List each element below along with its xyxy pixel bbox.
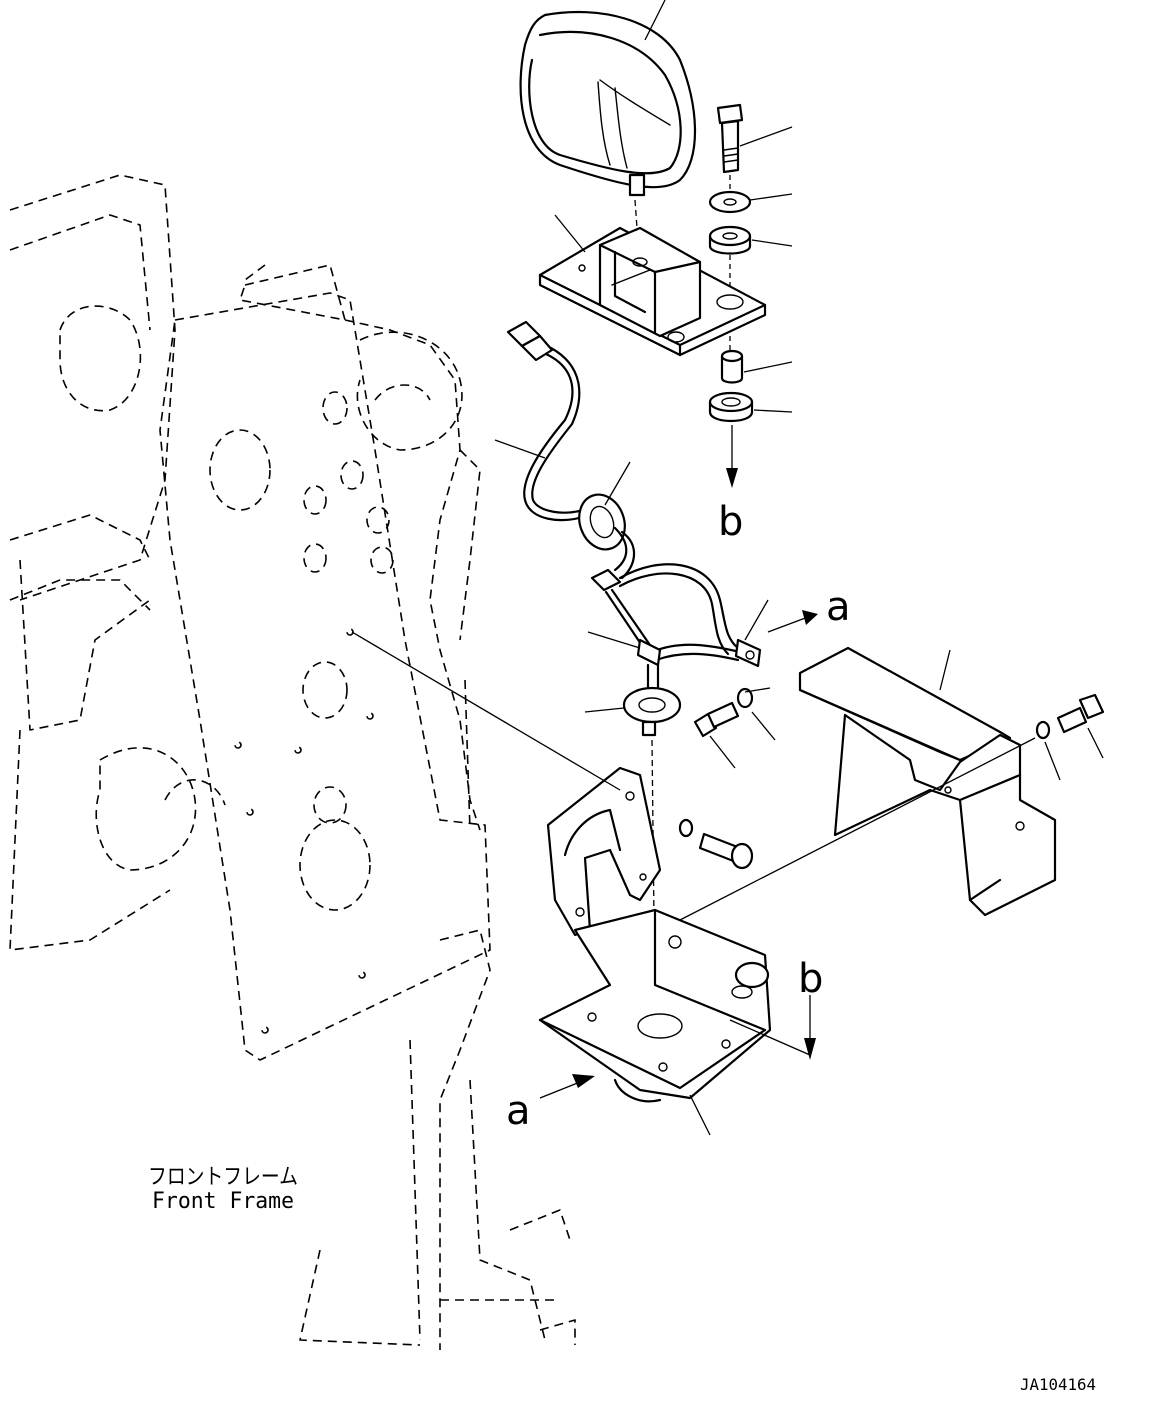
frame-leader [351, 631, 621, 791]
reference-a-bottom: a [506, 1088, 531, 1134]
small-bolt-middle [693, 687, 776, 769]
lamp-bracket [538, 214, 767, 357]
reference-a-top: a [826, 584, 851, 630]
mounting-bracket [538, 766, 816, 1136]
bolt-washer-stack [708, 103, 793, 488]
reference-b-right: b [798, 956, 823, 1002]
front-frame-outline [9, 174, 576, 1350]
drawing-id: JA104164 [1020, 1375, 1096, 1394]
cover-plate [679, 646, 1105, 921]
frame-label-japanese: フロントフレーム [148, 1165, 298, 1190]
frame-label-english: Front Frame [152, 1189, 294, 1214]
wiring-harness [494, 320, 818, 1011]
reference-b-top: b [718, 499, 743, 545]
frame-plate [159, 292, 491, 1061]
work-lamp [519, 0, 697, 271]
